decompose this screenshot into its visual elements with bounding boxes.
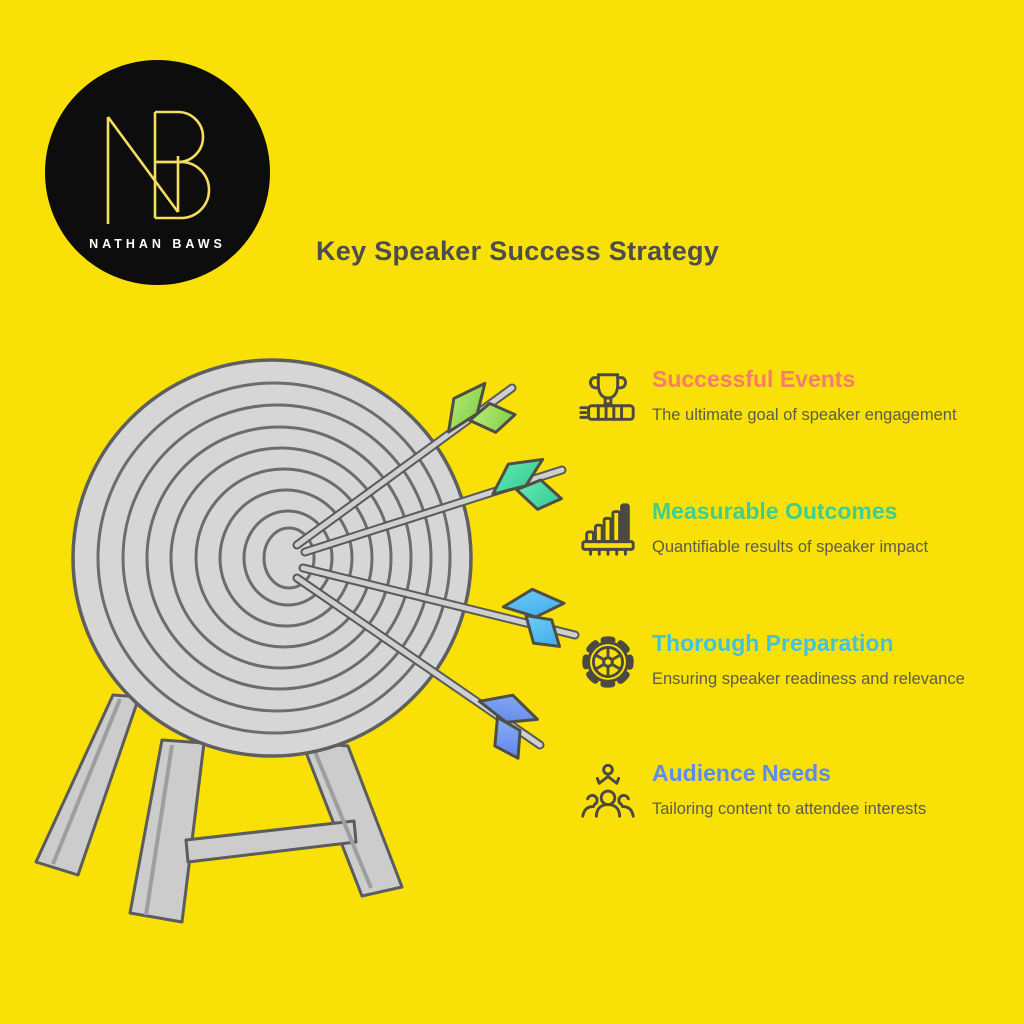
target-board (71, 358, 473, 758)
list-item-measurable-outcomes: Measurable Outcomes Quantifiable results… (577, 496, 928, 564)
item-description: Quantifiable results of speaker impact (652, 537, 929, 556)
nb-monogram-icon (106, 110, 211, 224)
logo-brand-name: NATHAN BAWS (89, 237, 226, 251)
nathan-baws-logo: NATHAN BAWS (45, 60, 270, 285)
item-description: The ultimate goal of speaker engagement (652, 405, 957, 424)
fletching-teal (491, 457, 563, 511)
item-description: Tailoring content to attendee interests (652, 799, 927, 818)
target-with-arrows-illustration (34, 358, 580, 924)
list-item-thorough-preparation: Thorough Preparation Ensuring speaker re… (577, 628, 965, 696)
fletching-blue (477, 693, 539, 760)
item-description: Ensuring speaker readiness and relevance (652, 669, 965, 688)
list-item-successful-events: Successful Events The ultimate goal of s… (577, 364, 957, 432)
item-title: Audience Needs (652, 760, 831, 786)
page-title: Key Speaker Success Strategy (316, 236, 720, 266)
fletching-cyan (501, 587, 566, 648)
item-title: Thorough Preparation (652, 630, 894, 656)
bar-chart-icon (581, 503, 635, 556)
easel-stand (34, 693, 404, 924)
arrows (292, 381, 580, 760)
fletching-green (447, 381, 517, 434)
strategy-items: Successful Events The ultimate goal of s… (577, 364, 1007, 884)
item-title: Measurable Outcomes (652, 498, 898, 524)
gear-icon (582, 636, 634, 688)
audience-icon (581, 763, 635, 818)
trophy-icon (579, 373, 635, 421)
item-title: Successful Events (652, 366, 856, 392)
list-item-audience-needs: Audience Needs Tailoring content to atte… (577, 758, 926, 826)
